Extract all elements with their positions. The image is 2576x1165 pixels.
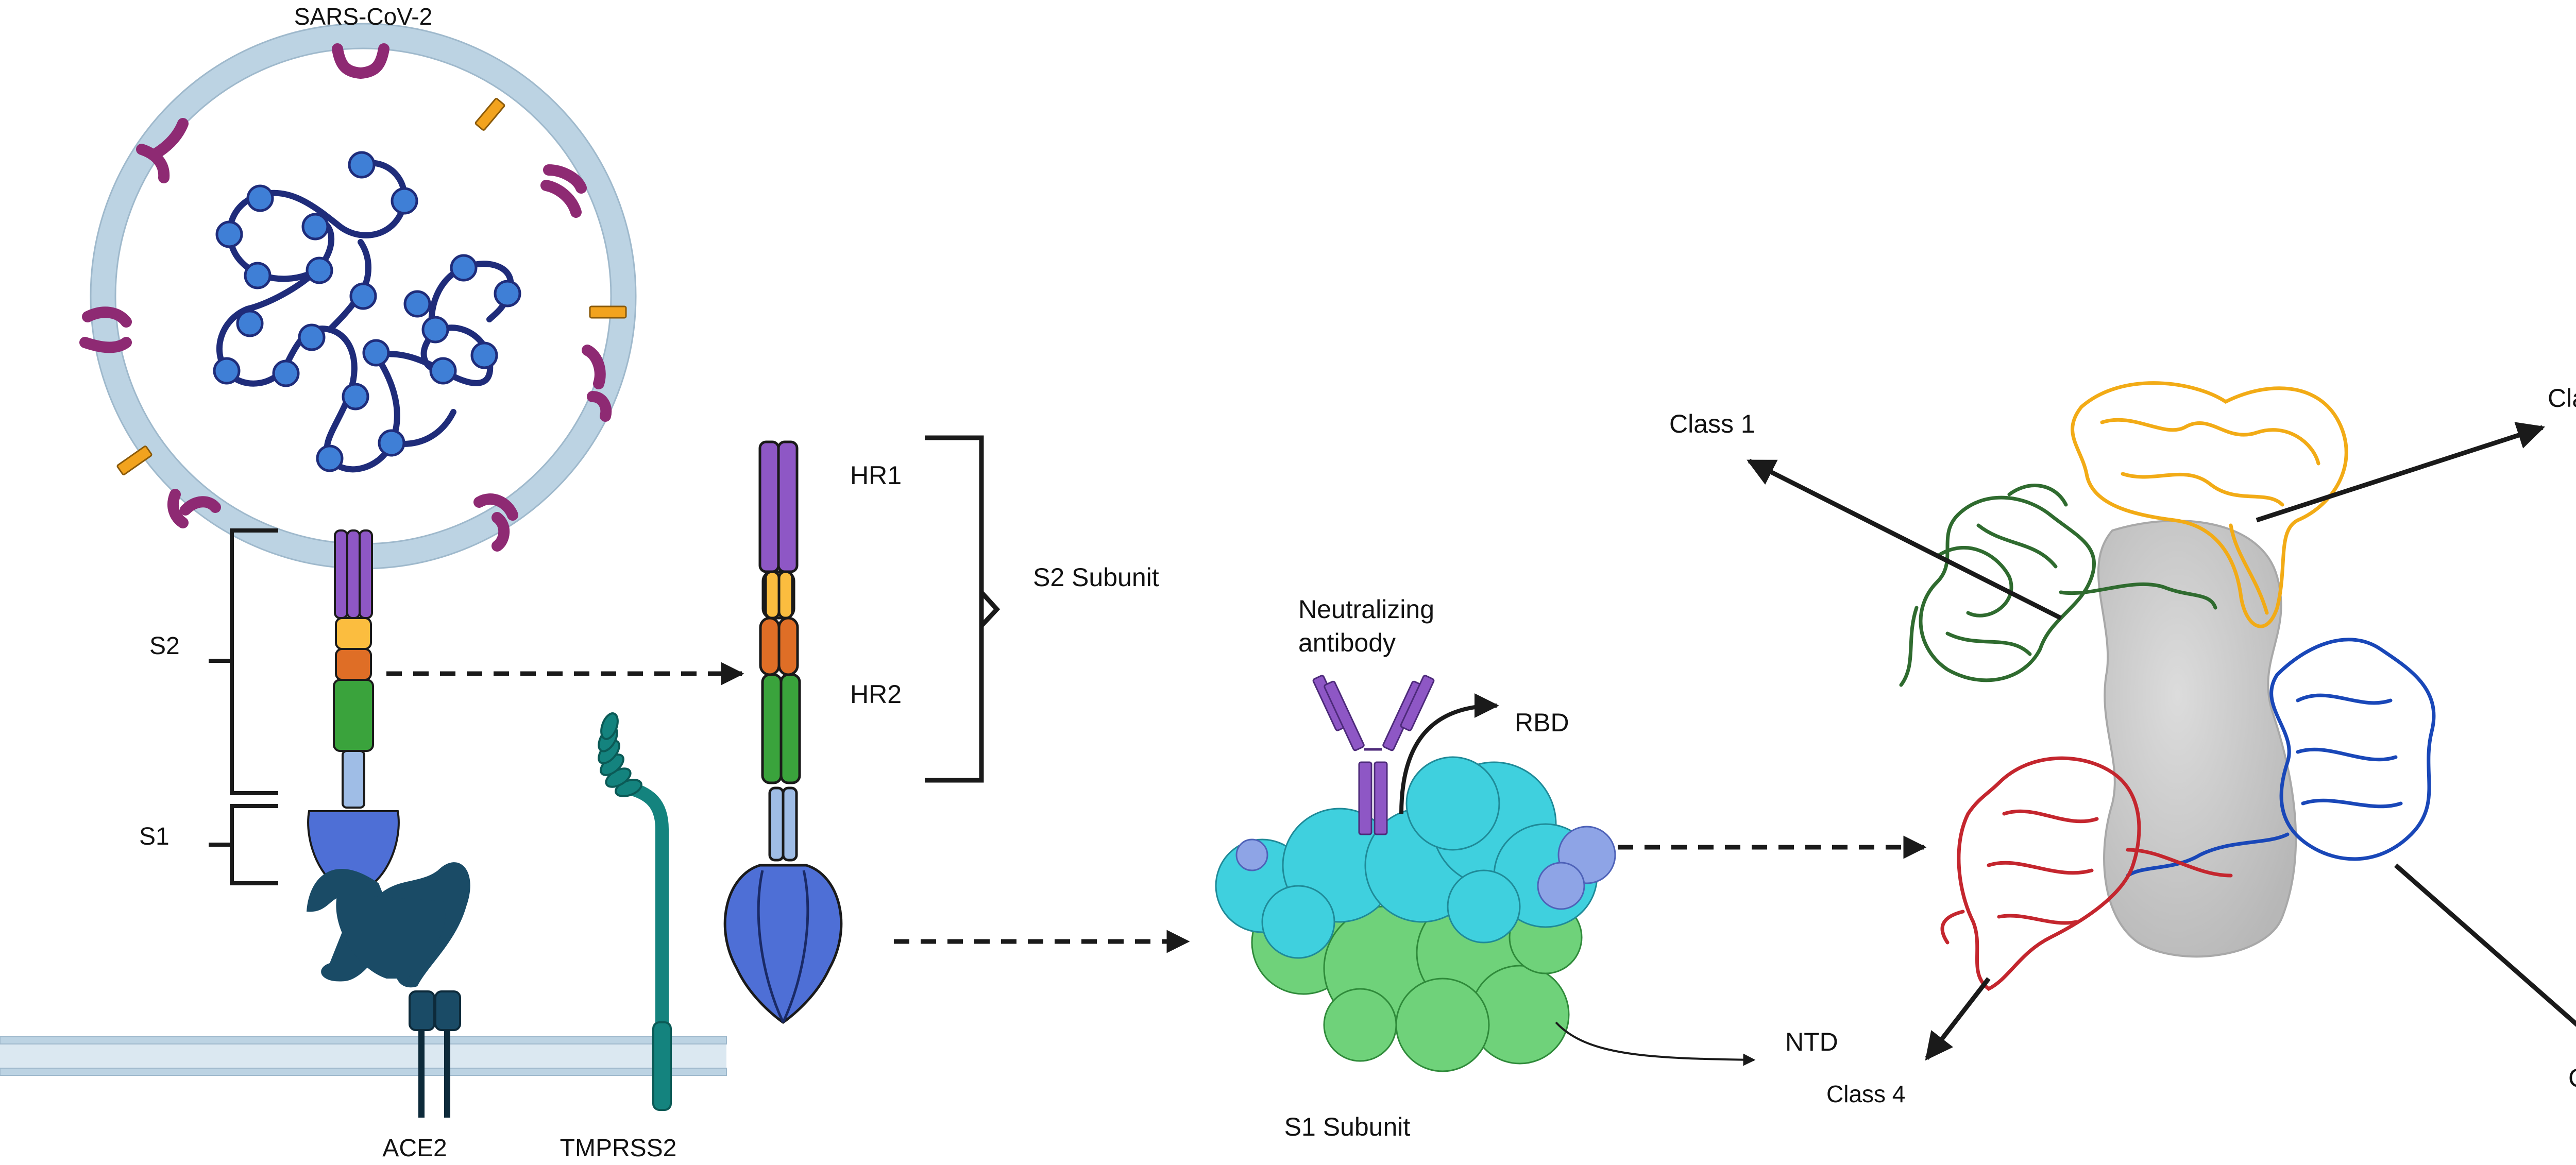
ace2-receptor: ACE2 <box>307 862 470 1162</box>
class4-arrow <box>1925 977 1991 1061</box>
class4-antibody-structure <box>1940 756 2233 991</box>
tmprss2-label: TMPRSS2 <box>560 1135 677 1162</box>
ace2-label: ACE2 <box>382 1135 447 1162</box>
nucleocapsid-proteins <box>213 151 521 472</box>
class1-arrow <box>1747 458 2062 621</box>
spike-protein-on-virion <box>307 529 400 895</box>
s2-bracket-label: S2 <box>149 632 180 660</box>
class1-label: Class 1 <box>1669 409 1755 438</box>
neutralizing-antibody <box>1312 675 1435 835</box>
class2-antibody-structure <box>2071 381 2348 628</box>
s1-bracket-label: S1 <box>139 823 170 850</box>
s2-subunit-bracket <box>925 435 1001 783</box>
s2-subunit-label: S2 Subunit <box>1033 563 1159 592</box>
class2-arrow <box>2256 422 2546 523</box>
s1-subunit-label: S1 Subunit <box>1284 1112 1411 1141</box>
arrow-to-ntd <box>1555 1021 1756 1066</box>
neutralizing-antibody-label-line1: Neutralizing <box>1298 595 1434 624</box>
virus-label: SARS-CoV-2 <box>294 3 432 30</box>
class4-label: Class 4 <box>1826 1081 1905 1107</box>
hr2-label: HR2 <box>850 680 902 709</box>
virion-spikes <box>79 43 612 552</box>
class3-label: Class 3 <box>2568 1064 2576 1092</box>
spike-protein-detail <box>723 440 843 1024</box>
s1-bracket <box>209 804 278 885</box>
neutralizing-antibody-label-line2: antibody <box>1298 628 1396 657</box>
rbd-surface-grey <box>2097 520 2297 958</box>
envelope-proteins <box>116 98 627 475</box>
class2-label: Class 2 <box>2548 384 2576 413</box>
s2-bracket <box>209 528 278 795</box>
arrow-to-rbd <box>1399 693 1499 814</box>
class3-antibody-structure <box>2126 638 2436 878</box>
class1-antibody-structure <box>1899 484 2217 687</box>
s1-periwinkle-glycans <box>1235 826 1616 910</box>
tmprss2-protease: TMPRSS2 <box>560 712 677 1162</box>
rbd-label: RBD <box>1515 708 1569 737</box>
host-cell-membrane <box>0 1036 727 1076</box>
ntd-label: NTD <box>1785 1027 1838 1056</box>
hr1-label: HR1 <box>850 461 902 490</box>
virion: SARS-CoV-2 <box>79 3 637 570</box>
s1-subunit-structure <box>1215 756 1616 1072</box>
class3-arrow <box>2394 863 2576 1027</box>
